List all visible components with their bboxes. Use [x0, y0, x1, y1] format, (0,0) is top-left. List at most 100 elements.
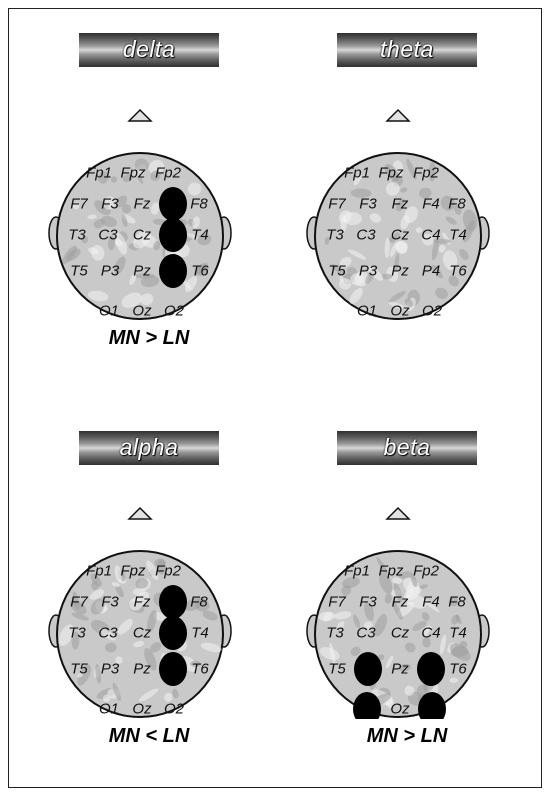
electrode-label: O2: [163, 700, 185, 718]
significance-marker: [159, 254, 187, 288]
electrode-label: Pz: [391, 262, 409, 280]
electrode-label: Cz: [390, 226, 410, 244]
electrode-label: Fpz: [120, 562, 146, 580]
electrode-label: F8: [190, 593, 208, 611]
electrode-label: T5: [328, 660, 346, 678]
band-header: delta: [79, 33, 219, 67]
electrode-label: O1: [356, 302, 378, 320]
electrode-label: Fp1: [86, 562, 112, 580]
electrode-label: Pz: [133, 262, 151, 280]
electrode-label: F8: [448, 195, 466, 213]
significance-marker: [353, 692, 381, 719]
electrode-label: C3: [98, 226, 118, 244]
electrode-label: Fpz: [378, 164, 404, 182]
nose-icon: [127, 108, 153, 122]
electrode-label: Cz: [390, 624, 410, 642]
electrode-label: T4: [449, 624, 467, 642]
band-header: alpha: [79, 431, 219, 465]
significance-marker: [159, 652, 187, 686]
band-label: alpha: [119, 434, 179, 460]
electrode-label: F3: [101, 593, 119, 611]
electrode-label: Fp2: [155, 164, 181, 182]
electrode-label: P3: [100, 262, 120, 280]
electrode-label: T3: [326, 226, 344, 244]
electrode-label: C4: [421, 226, 441, 244]
band-header: beta: [337, 431, 477, 465]
electrode-label: C3: [98, 624, 118, 642]
significance-marker: [159, 218, 187, 252]
electrode-label: F3: [359, 195, 377, 213]
electrode-label: T3: [68, 624, 86, 642]
electrode-label: P3: [358, 262, 378, 280]
electrode-label: T4: [449, 226, 467, 244]
electrode-label: O1: [98, 302, 120, 320]
electrode-label: T3: [326, 624, 344, 642]
electrode-label: C3: [356, 226, 376, 244]
electrode-label: P4: [421, 262, 441, 280]
electrode-label: Cz: [132, 624, 152, 642]
nose-icon: [127, 506, 153, 520]
electrode-label: Fz: [133, 195, 151, 213]
electrode-label: F3: [101, 195, 119, 213]
significance-marker: [159, 187, 187, 221]
electrode-label: T6: [191, 660, 209, 678]
electrode-label: Cz: [132, 226, 152, 244]
electrode-label: T4: [191, 624, 209, 642]
electrode-label: Fz: [133, 593, 151, 611]
significance-marker: [159, 585, 187, 619]
electrode-label: F8: [448, 593, 466, 611]
electrode-label: C4: [421, 624, 441, 642]
band-header: theta: [337, 33, 477, 67]
head-outline: [48, 108, 232, 320]
significance-marker: [418, 692, 446, 719]
electrode-label: Oz: [132, 302, 152, 320]
significance-marker: [159, 616, 187, 650]
electrode-label: T6: [449, 262, 467, 280]
electrode-label: F7: [70, 195, 88, 213]
electrode-label: F7: [328, 593, 346, 611]
electrode-label: T5: [70, 660, 88, 678]
electrode-label: F4: [422, 593, 440, 611]
electrode-label: T5: [328, 262, 346, 280]
electrode-label: Oz: [390, 700, 410, 718]
head-outline: [306, 506, 490, 719]
electrode-label: F7: [328, 195, 346, 213]
nose-icon: [385, 108, 411, 122]
electrode-label: Oz: [132, 700, 152, 718]
electrode-label: F8: [190, 195, 208, 213]
electrode-label: T6: [449, 660, 467, 678]
electrode-label: T6: [191, 262, 209, 280]
electrode-label: Fz: [391, 195, 409, 213]
band-label: delta: [122, 36, 176, 62]
electrode-label: C3: [356, 624, 376, 642]
electrode-label: Fp2: [413, 562, 439, 580]
electrode-label: T5: [70, 262, 88, 280]
head-outline: [48, 506, 232, 718]
comparison-label: MN > LN: [366, 725, 448, 747]
comparison-label: MN > LN: [108, 327, 190, 349]
nose-icon: [385, 506, 411, 520]
band-label: beta: [383, 434, 431, 460]
electrode-label: Fp1: [344, 562, 370, 580]
significance-marker: [417, 652, 445, 686]
electrode-label: F7: [70, 593, 88, 611]
electrode-label: T4: [191, 226, 209, 244]
electrode-label: O2: [421, 302, 443, 320]
electrode-label: Pz: [391, 660, 409, 678]
electrode-label: F4: [422, 195, 440, 213]
band-label: theta: [380, 36, 434, 62]
electrode-label: T3: [68, 226, 86, 244]
electrode-label: F3: [359, 593, 377, 611]
electrode-label: P3: [100, 660, 120, 678]
comparison-label: MN < LN: [108, 725, 190, 747]
electrode-label: Fpz: [378, 562, 404, 580]
electrode-label: Oz: [390, 302, 410, 320]
electrode-label: O1: [98, 700, 120, 718]
